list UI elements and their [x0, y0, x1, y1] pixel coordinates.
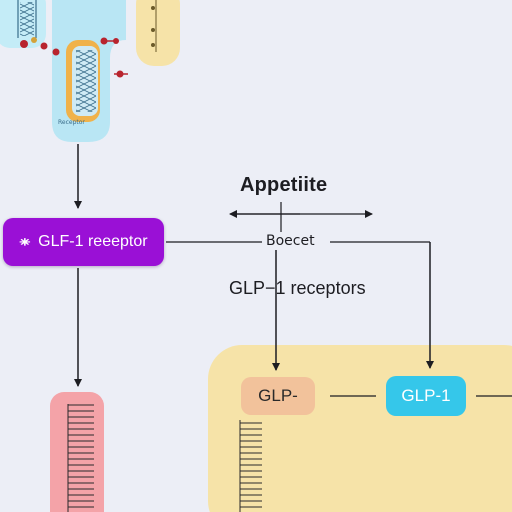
receptor-cell-illustration: Receptor [0, 0, 128, 142]
molecule-dot [40, 42, 48, 50]
glp-node-label: GLP- [258, 386, 298, 405]
tube-label: Receptor [58, 119, 85, 126]
yellow-tube-dot [151, 28, 155, 32]
yellow-tube-dot [151, 43, 155, 47]
panel-scale [240, 420, 262, 512]
glp1-node-label: GLP-1 [401, 386, 451, 405]
cell-coil-top [20, 2, 34, 36]
hub-label: Boecet [266, 233, 315, 249]
receptor-squiggle-icon: ⁕ [17, 233, 34, 250]
glp1-receptors-label: GLP−1 receptors [229, 278, 366, 298]
helix-coil [76, 50, 96, 112]
pink-tube-scale [68, 404, 94, 512]
pink-tube-illustration [50, 392, 104, 512]
yellow-tube-dot [151, 6, 155, 10]
receptor-node-label: GLF-1 reeeptor [38, 233, 148, 250]
molecule-dot [52, 48, 60, 56]
molecule-dot [31, 37, 37, 43]
glp1-node: GLP-1 [386, 376, 466, 416]
molecule-dot [20, 40, 28, 48]
glp1-receptor-node: ⁕ GLF-1 reeeptor [3, 218, 164, 266]
yellow-tube [136, 0, 180, 66]
appetite-title: Appetiite [240, 174, 328, 196]
yellow-tube-illustration [136, 0, 180, 66]
glp-node: GLP- [241, 377, 315, 415]
